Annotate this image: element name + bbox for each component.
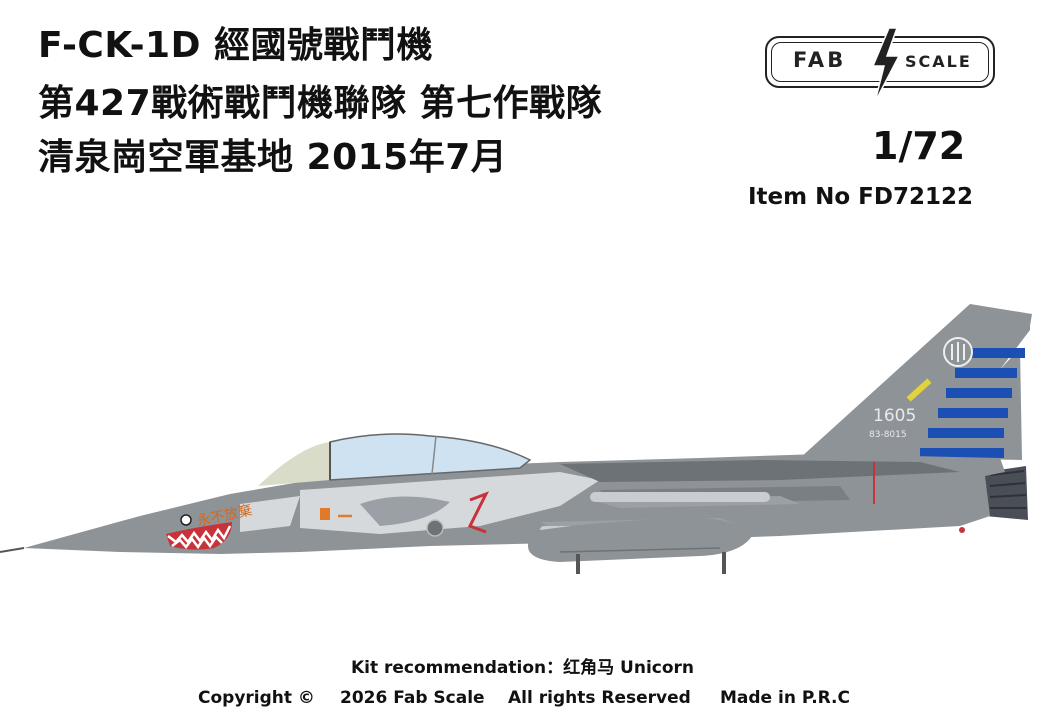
- pitot-probe: [0, 547, 25, 553]
- aircraft-profile: 1605 83-8015 永不放棄: [0, 304, 1032, 574]
- copyright-label: Copyright ©: [198, 688, 315, 708]
- title-line-1: F-CK-1D 經國號戰鬥機: [38, 25, 434, 66]
- copyright-year: 2026 Fab Scale: [340, 688, 485, 708]
- lightning-bolt-icon: [871, 27, 901, 103]
- underwing-stores: [528, 486, 850, 562]
- title-line-3: 清泉崗空軍基地 2015年7月: [38, 137, 508, 178]
- logo-right-word: SCALE: [905, 52, 972, 71]
- tail-stripes: [920, 348, 1025, 458]
- rights-reserved: All rights Reserved: [508, 688, 691, 708]
- exhaust-nozzle: [985, 466, 1028, 520]
- title-line-2: 第427戰術戰鬥機聯隊 第七作戰隊: [38, 83, 603, 124]
- scale-label: 1/72: [872, 124, 966, 168]
- roundel-icon: [426, 519, 444, 537]
- tail-number: 1605: [873, 406, 916, 426]
- landing-gear: [576, 552, 726, 574]
- logo-left-word: FAB: [793, 48, 847, 72]
- shark-eye-icon: [180, 514, 192, 526]
- item-number: Item No FD72122: [748, 184, 974, 210]
- kit-recommendation: Kit recommendation：红角马 Unicorn: [350, 658, 695, 678]
- fab-scale-logo: FAB SCALE: [765, 27, 995, 103]
- fuselage: [24, 454, 1005, 554]
- canopy: [258, 433, 532, 486]
- vertical-tail: [800, 304, 1032, 462]
- tail-serial: 83-8015: [869, 430, 907, 440]
- shark-mouth: [166, 514, 232, 550]
- made-in: Made in P.R.C: [720, 688, 850, 708]
